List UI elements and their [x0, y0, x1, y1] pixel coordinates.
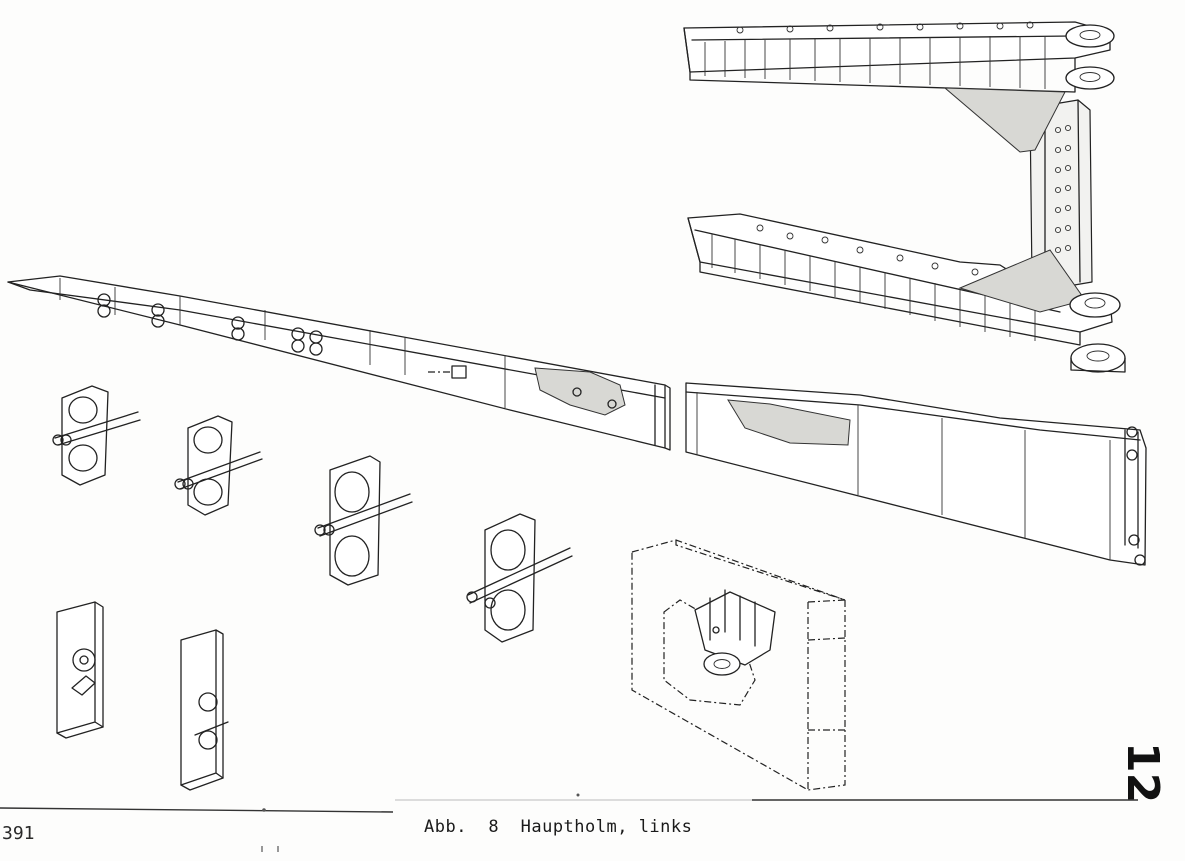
page-number: 12: [1117, 742, 1168, 804]
main-spar-inner-section: [685, 382, 1147, 566]
main-spar-outer-section: [7, 275, 671, 451]
wing-root-fittings: [683, 21, 1126, 373]
fitting-4: [466, 513, 573, 643]
fitting-3: [314, 455, 413, 586]
sheet-number: 391: [2, 823, 35, 844]
bulkhead-fitting: [631, 539, 846, 791]
fitting-1: [52, 385, 141, 486]
plate-1: [56, 601, 104, 739]
figure-caption: Abb. 8 Hauptholm, links: [424, 817, 693, 837]
plate-2: [180, 629, 229, 791]
fitting-2: [174, 415, 263, 516]
